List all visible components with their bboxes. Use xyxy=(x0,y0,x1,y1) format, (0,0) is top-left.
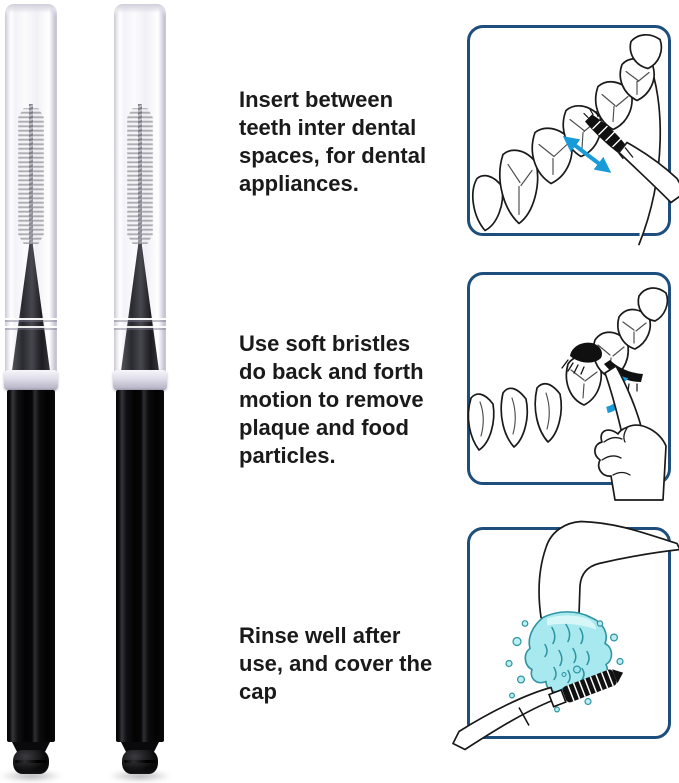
brush-under-water xyxy=(452,665,624,751)
interdental-brush-left xyxy=(0,4,63,782)
diagram-panel-insert xyxy=(467,25,679,246)
instruction-step-3: Rinse well after use, and cover the cap xyxy=(239,623,433,704)
teeth-insert-illustration xyxy=(472,34,679,246)
brush-head-black xyxy=(561,342,602,375)
brush-bristle-head xyxy=(18,108,44,244)
rinse-illustration xyxy=(452,520,679,751)
cap-bottom-rim xyxy=(4,370,58,390)
cap-bottom-rim xyxy=(113,370,167,390)
brush-handle-outline xyxy=(618,141,679,204)
black-handle xyxy=(116,390,164,742)
instruction-step-1: Insert between teeth inter dental spaces… xyxy=(239,87,427,196)
drop-shadow xyxy=(108,770,172,782)
handle-end-cap xyxy=(122,750,158,774)
cap-ring-lines xyxy=(5,318,57,332)
diagram-panel-rinse xyxy=(452,520,679,751)
handle-end-cap xyxy=(13,750,49,774)
cap-ring-lines xyxy=(114,318,166,332)
brush-bristle-head xyxy=(127,108,153,244)
faucet xyxy=(538,520,679,623)
instruction-step-2: Use soft bristles do back and forth moti… xyxy=(239,331,424,468)
black-handle xyxy=(7,390,55,742)
interdental-brush-right xyxy=(108,4,172,782)
teeth-motion-illustration xyxy=(467,287,669,501)
diagram-panel-motion xyxy=(467,272,671,501)
hand-outline xyxy=(594,424,667,501)
insert-direction-arrow xyxy=(562,136,612,173)
drop-shadow xyxy=(0,770,63,782)
brush-head-black xyxy=(583,108,629,160)
